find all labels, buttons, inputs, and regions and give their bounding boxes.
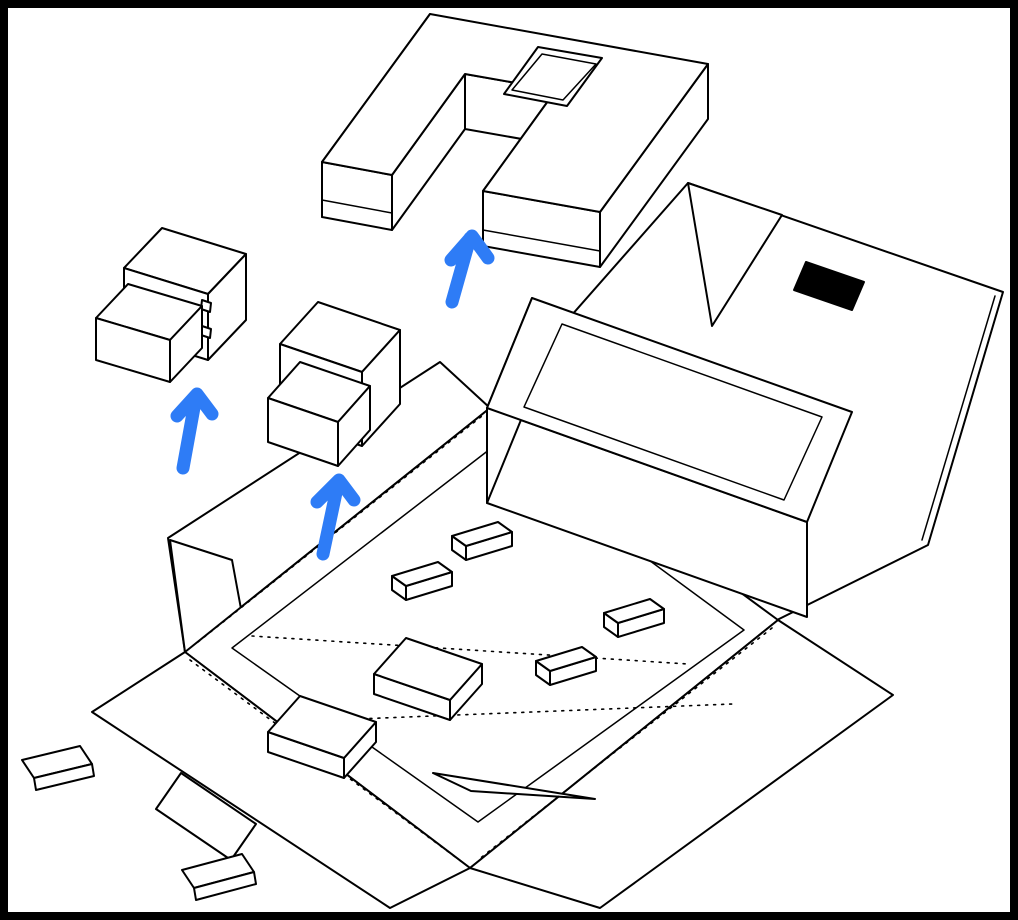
tray-crease-line-2 bbox=[281, 703, 733, 723]
top-flap bbox=[687, 182, 783, 327]
crease-line-right bbox=[477, 627, 773, 861]
right-side-panel-edge bbox=[921, 295, 996, 541]
large-flat-item-sheet bbox=[523, 323, 823, 501]
box-lid-right-face bbox=[169, 305, 203, 383]
front-left-flap bbox=[91, 651, 471, 909]
box-lid-right-face bbox=[337, 385, 371, 467]
lift-arrows bbox=[170, 229, 495, 561]
foam-lip-line-2 bbox=[482, 229, 601, 252]
u-shaped-foam-insert bbox=[321, 13, 709, 268]
open-shipping-box bbox=[21, 182, 1004, 909]
handle-slot bbox=[793, 261, 865, 311]
large-flat-item bbox=[486, 297, 853, 618]
small-foam-box-middle bbox=[267, 301, 401, 467]
foam-cutout-hole-inner bbox=[511, 53, 597, 101]
box-right-face bbox=[207, 253, 247, 361]
foam-lip-line-1 bbox=[321, 199, 393, 214]
small-foam-box-left bbox=[95, 227, 247, 383]
large-flat-item-top bbox=[486, 297, 853, 523]
packing-strip bbox=[21, 745, 95, 791]
up-arrow-icon bbox=[444, 229, 495, 309]
foam-cutout-hole bbox=[503, 46, 603, 107]
up-arrow-icon bbox=[310, 473, 361, 561]
front-right-flap bbox=[469, 619, 894, 909]
packaging-diagram bbox=[21, 13, 1004, 909]
flap-corner-sliver bbox=[432, 772, 596, 800]
packing-strip bbox=[181, 853, 257, 901]
box-right-face bbox=[361, 329, 401, 447]
up-arrow-icon bbox=[170, 387, 219, 475]
tray-crease-line-1 bbox=[251, 635, 689, 665]
